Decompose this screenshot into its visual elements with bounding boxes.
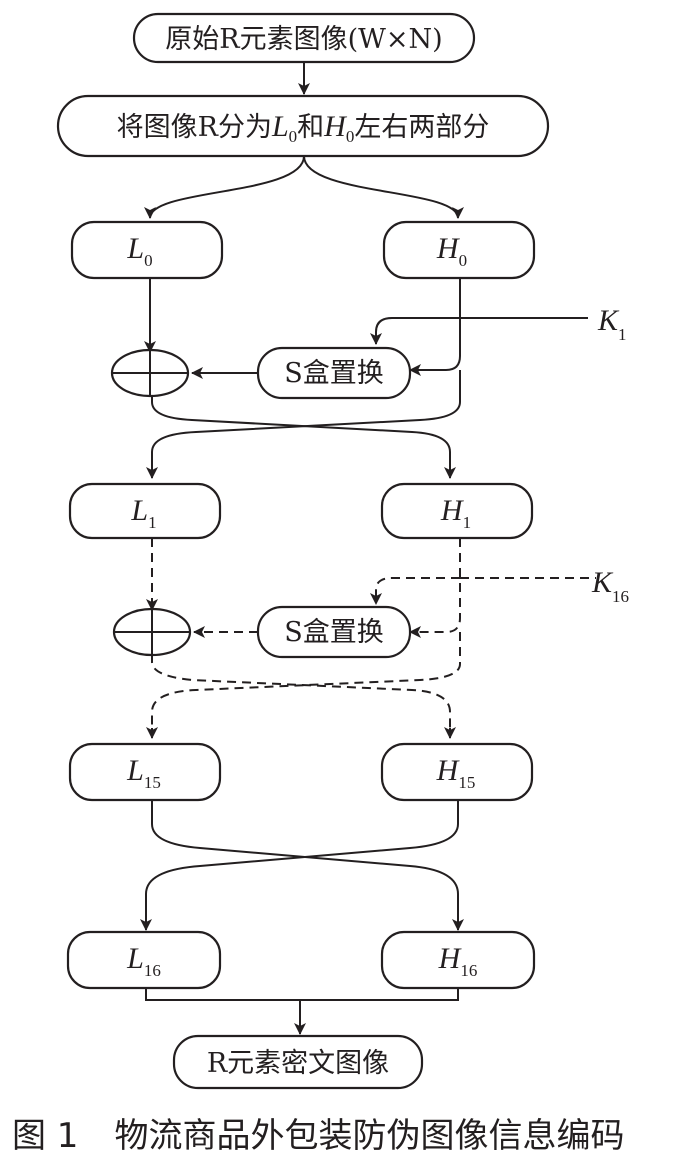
edges — [140, 62, 596, 1035]
xor-round1 — [110, 348, 190, 398]
node-l1: L1 — [68, 482, 222, 540]
node-l0: L0 — [70, 220, 224, 280]
key-k1-label: K1 — [597, 304, 627, 344]
node-start-label: 原始R元素图像(W×N) — [165, 24, 442, 55]
node-end: R元素密文图像 — [172, 1034, 424, 1090]
edge-h1-to-sbox-right — [409, 538, 461, 638]
xor-round16 — [112, 607, 192, 657]
figure-caption: 图 1 物流商品外包装防伪图像信息编码 — [12, 1112, 692, 1160]
edge-h0-to-sbox-right — [409, 278, 461, 376]
key-k16-label: K16 — [591, 566, 629, 606]
node-sbox-16-label: S盒置换 — [284, 617, 384, 648]
node-split: 将图像R分为L0和H0左右两部分 — [56, 94, 550, 158]
node-h1-label: H1 — [440, 494, 471, 532]
node-h16: H16 — [380, 930, 536, 990]
node-l16: L16 — [66, 930, 222, 990]
node-start: 原始R元素图像(W×N) — [132, 12, 476, 64]
node-end-label: R元素密文图像 — [207, 1048, 389, 1079]
node-sbox-1: S盒置换 — [256, 346, 412, 400]
edge-h15-to-l16 — [145, 800, 459, 922]
node-l0-label: L0 — [126, 232, 152, 270]
node-l15: L15 — [68, 742, 222, 802]
edge-merge-to-end — [145, 988, 459, 1001]
node-h1: H1 — [380, 482, 534, 540]
edge-cross-round16 — [151, 654, 451, 734]
node-sbox-1-label: S盒置换 — [284, 358, 384, 389]
edge-cross-round1 — [151, 394, 451, 476]
edge-h0-to-sbox-top — [370, 317, 460, 345]
edge-l15-to-h16 — [151, 800, 459, 922]
node-h0: H0 — [382, 220, 536, 280]
edge-split-to-h0 — [303, 155, 464, 219]
node-sbox-16: S盒置换 — [256, 605, 412, 659]
node-h15-label: H15 — [436, 754, 476, 792]
edge-cross-round16-b — [151, 632, 461, 734]
node-h0-label: H0 — [436, 232, 467, 270]
figure-title: 物流商品外包装防伪图像信息编码 — [114, 1116, 625, 1156]
edge-h1-to-sbox-top — [370, 577, 460, 605]
node-h16-label: H16 — [438, 942, 478, 980]
node-l16-label: L16 — [126, 942, 161, 980]
node-h15: H15 — [380, 742, 534, 802]
node-l1-label: L1 — [130, 494, 156, 532]
edge-split-to-l0 — [144, 155, 305, 219]
figure-number: 图 1 — [12, 1116, 79, 1156]
feistel-encryption-flowchart: 原始R元素图像(W×N) 将图像R分为L0和H0左右两部分 L0 H0 S盒置换… — [56, 12, 629, 1090]
node-l15-label: L15 — [126, 754, 161, 792]
node-split-label: 将图像R分为L0和H0左右两部分 — [117, 110, 490, 146]
edge-cross-round1-b — [151, 370, 461, 476]
